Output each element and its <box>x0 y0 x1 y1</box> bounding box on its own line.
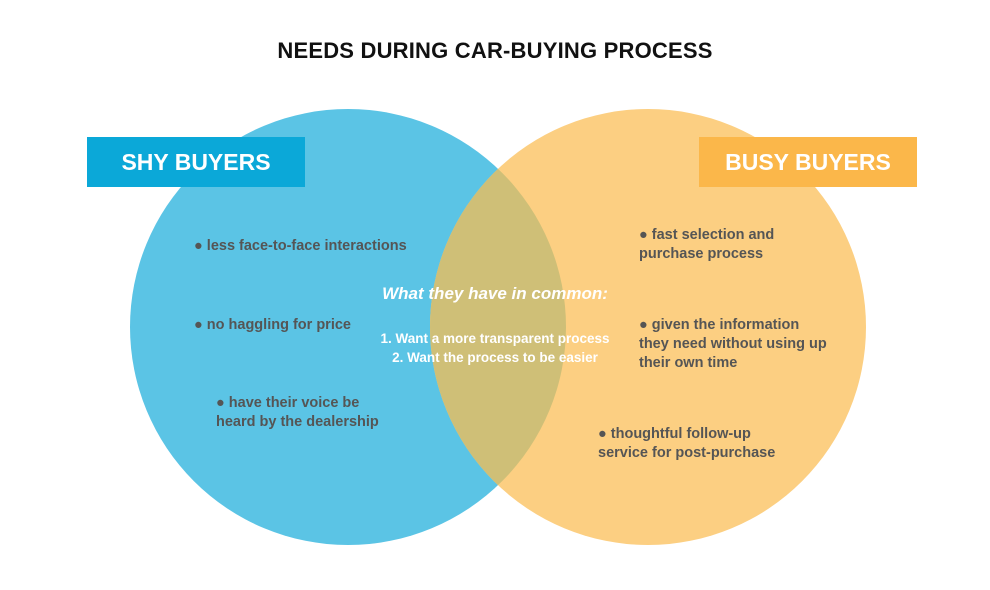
shy-buyers-circle <box>130 109 566 545</box>
busy-buyers-circle <box>430 109 866 545</box>
shy-item-voice-line1: ● have their voice be <box>216 395 360 411</box>
busy-item-follow-up-line1: ● thoughtful follow-up <box>598 426 751 442</box>
busy-item-information-line1: ● given the information <box>639 317 800 333</box>
common-heading: What they have in common: <box>382 284 608 303</box>
busy-item-fast-selection-line1: ● fast selection and <box>639 227 775 243</box>
busy-item-follow-up-line2: service for post-purchase <box>598 445 776 461</box>
busy-buyers-label: BUSY BUYERS <box>699 137 917 187</box>
shy-item-face-to-face: ● less face-to-face interactions <box>194 238 407 254</box>
shy-item-no-haggling: ● no haggling for price <box>194 317 351 333</box>
diagram-title: NEEDS DURING CAR-BUYING PROCESS <box>277 38 713 63</box>
busy-item-information-line3: their own time <box>639 355 738 371</box>
busy-item-information-line2: they need without using up <box>639 336 827 352</box>
common-item-easier: 2. Want the process to be easier <box>392 350 598 365</box>
busy-item-fast-selection-line2: purchase process <box>639 246 764 262</box>
common-item-transparent: 1. Want a more transparent process <box>380 331 610 346</box>
shy-buyers-label: SHY BUYERS <box>87 137 305 187</box>
shy-item-voice-line2: heard by the dealership <box>216 414 379 430</box>
